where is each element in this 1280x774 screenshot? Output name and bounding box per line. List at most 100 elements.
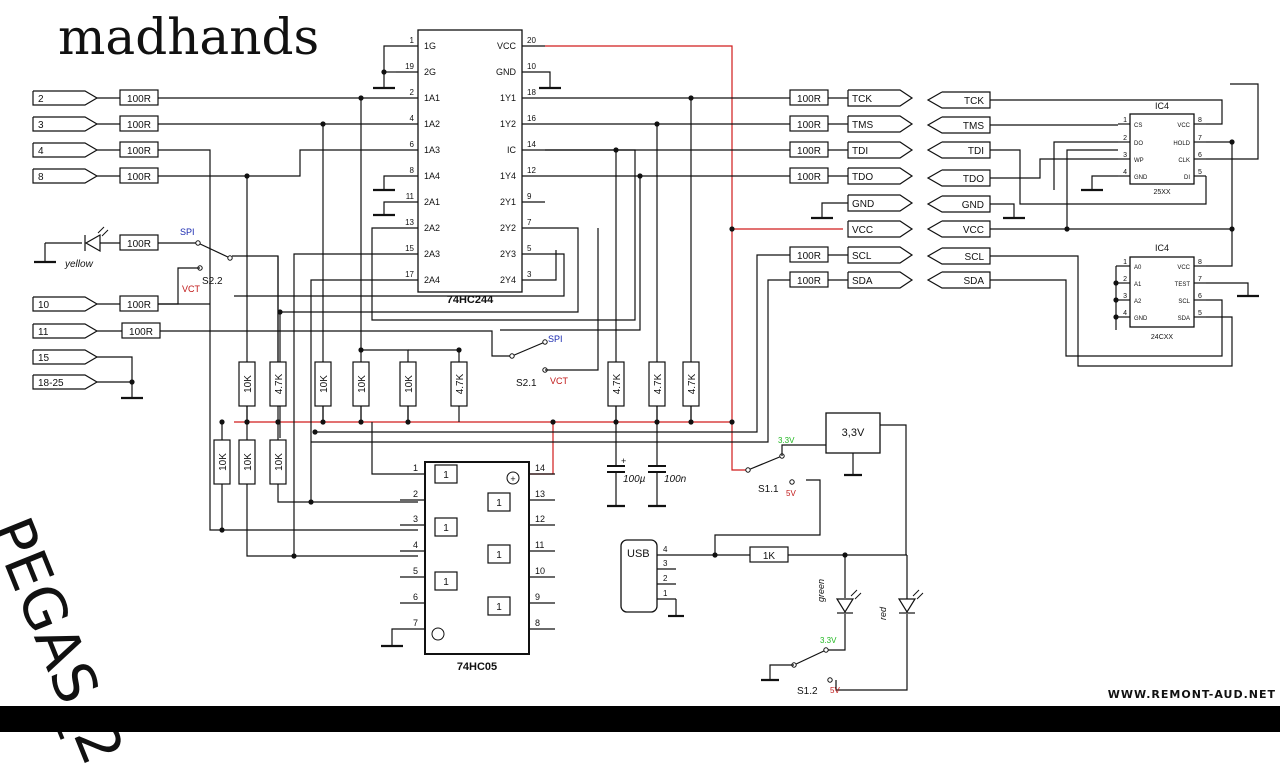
schematic-diagram: 74HC24411G20VCC192G10GND21A1181Y141A2161… — [32, 29, 1259, 697]
connector — [926, 91, 991, 109]
junction-dot — [550, 419, 556, 425]
gate-label: 1 — [443, 470, 449, 481]
switch-lever — [793, 649, 827, 666]
led-icon — [84, 233, 101, 253]
regulator-label: 3,3V — [842, 427, 865, 439]
pin-number: 5 — [413, 566, 418, 576]
signal-label: TDO — [852, 172, 873, 183]
pin-label: 1G — [424, 41, 436, 51]
resistor-value: 100R — [127, 172, 151, 183]
pin-label: 2A2 — [424, 223, 440, 233]
resistor-value: 4.7K — [612, 373, 623, 394]
resistor-value: 4.7K — [653, 373, 664, 394]
connector — [847, 115, 914, 133]
chip-name: 74HC244 — [447, 294, 494, 306]
switch-label-vct: VCT — [550, 376, 569, 386]
chip-part: 25XX — [1153, 189, 1170, 196]
connector — [847, 194, 914, 212]
wire — [371, 422, 400, 475]
pin-number: 2 — [413, 489, 418, 499]
pin-label: 1Y4 — [500, 171, 516, 181]
led-label-yellow: yellow — [64, 259, 94, 270]
resistor-value: 1K — [763, 551, 776, 562]
pin-number: 5 — [527, 244, 532, 253]
power-icon: + — [510, 474, 515, 484]
connector-label: 15 — [38, 353, 50, 364]
connector-label: TDO — [963, 174, 984, 185]
resistor-value: 100R — [129, 327, 153, 338]
pin-label: 2Y3 — [500, 249, 516, 259]
pin-label: GND — [1134, 175, 1148, 181]
inverter-gate — [434, 517, 458, 537]
pin-number: 6 — [1198, 152, 1202, 159]
wire — [990, 158, 1118, 179]
connector — [847, 246, 914, 264]
switch-contact — [542, 339, 548, 345]
pin-number: 14 — [527, 140, 536, 149]
connector — [32, 296, 99, 312]
inverter-gate — [487, 596, 511, 616]
connector — [32, 142, 99, 158]
pin-number: 18 — [527, 88, 536, 97]
signal-label: SDA — [852, 276, 873, 287]
pin-number: 13 — [535, 489, 545, 499]
connector — [32, 323, 99, 339]
wire — [232, 255, 279, 370]
wire — [545, 228, 599, 371]
pin-number: 3 — [1123, 152, 1127, 159]
switch-label-3v3: 3.3V — [778, 436, 795, 445]
resistor-value: 100R — [797, 172, 821, 183]
resistor-value: 100R — [797, 251, 821, 262]
wire — [279, 227, 579, 438]
led-label-red: red — [878, 606, 888, 620]
resistor-value: 100R — [797, 120, 821, 131]
wire — [1206, 83, 1259, 160]
resistor-value: 100R — [797, 146, 821, 157]
wire — [234, 253, 565, 297]
junction-dot — [729, 226, 735, 232]
switch-name: S1.1 — [758, 484, 779, 495]
signal-label: SCL — [852, 251, 872, 262]
pin-label: 1Y2 — [500, 119, 516, 129]
connector — [847, 89, 914, 107]
wire — [158, 149, 396, 177]
junction-dot — [219, 419, 225, 425]
pin-label: A2 — [1134, 299, 1142, 305]
resistor-value: 10K — [274, 453, 285, 471]
pin-number: 15 — [405, 244, 414, 253]
junction-dot — [1113, 297, 1119, 303]
connector — [847, 167, 914, 185]
resistor-value: 10K — [243, 453, 254, 471]
switch-lever — [747, 455, 783, 471]
pin-number: 9 — [527, 192, 532, 201]
switch-lever — [511, 341, 546, 357]
pin-number: 10 — [535, 566, 545, 576]
wire — [500, 176, 641, 331]
pin-number: 11 — [406, 192, 415, 201]
pin-number: 12 — [527, 166, 536, 175]
chip-74hc05 — [424, 461, 530, 655]
resistor-value: 10K — [319, 375, 330, 393]
pin-number: 17 — [405, 270, 414, 279]
pin-label: VCC — [1177, 123, 1190, 129]
resistor-value: 100R — [127, 146, 151, 157]
chip-name: IC4 — [1155, 101, 1169, 111]
pin-label: 2A1 — [424, 197, 440, 207]
pin-label: 1A2 — [424, 119, 440, 129]
resistor-value: 100R — [127, 239, 151, 250]
pin-number: 7 — [413, 618, 418, 628]
pin-number: 2 — [1123, 276, 1127, 283]
led-label-green: green — [816, 579, 826, 602]
wire — [714, 479, 821, 555]
ground-icon — [431, 627, 445, 641]
connector — [926, 169, 991, 187]
pin-label: 1Y1 — [500, 93, 516, 103]
chip-24cxx — [1129, 256, 1195, 328]
pin-label: GND — [496, 67, 517, 77]
switch-name: S2.2 — [202, 276, 223, 287]
connector-label: TCK — [964, 96, 984, 107]
wire — [990, 279, 1223, 357]
pin-number: 9 — [535, 592, 540, 602]
inverter-gate — [434, 571, 458, 591]
led-ray — [916, 592, 924, 600]
